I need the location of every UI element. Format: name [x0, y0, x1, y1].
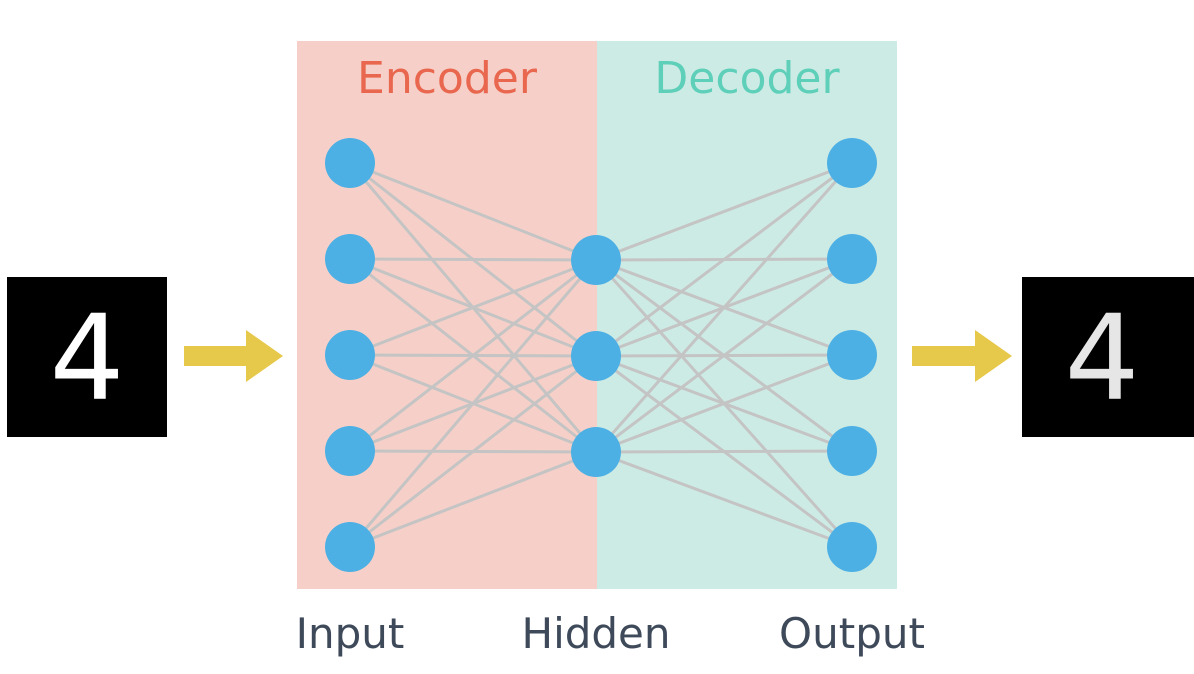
- output-node: [827, 330, 877, 380]
- input-layer-label: Input: [296, 609, 405, 658]
- decoder-connection: [595, 450, 853, 549]
- decoder-title: Decoder: [654, 53, 840, 104]
- neuron-nodes: [325, 138, 877, 572]
- encoder-connection: [349, 450, 597, 549]
- encoder-connection: [349, 161, 597, 262]
- encoder-title: Encoder: [357, 53, 538, 104]
- hidden-node: [571, 235, 621, 285]
- input-node: [325, 522, 375, 572]
- output-digit: 4: [1064, 289, 1139, 427]
- decoder-connection: [595, 353, 853, 454]
- input-node: [325, 426, 375, 476]
- hidden-node: [571, 427, 621, 477]
- input-digit-image: 4: [7, 277, 167, 437]
- decoder-connection: [595, 449, 853, 454]
- output-node: [827, 426, 877, 476]
- connection-lines: [348, 161, 854, 549]
- output-layer-label: Output: [779, 609, 925, 658]
- decoder-connection: [594, 162, 854, 453]
- input-node: [325, 234, 375, 284]
- output-node: [827, 234, 877, 284]
- encoder-connection: [349, 257, 597, 262]
- output-digit-image: 4: [1022, 277, 1194, 437]
- decoder-connection: [595, 161, 853, 262]
- input-digit: 4: [49, 289, 124, 427]
- decoder-connection: [595, 257, 853, 454]
- hidden-node: [571, 331, 621, 381]
- input-arrow-icon: [184, 330, 283, 382]
- decoder-connection: [595, 161, 853, 358]
- encoder-panel: [297, 41, 597, 589]
- encoder-connection: [348, 259, 598, 548]
- output-image-background: [1022, 277, 1194, 437]
- encoder-connection: [349, 354, 597, 549]
- output-node: [827, 522, 877, 572]
- input-node: [325, 330, 375, 380]
- output-arrow-icon: [912, 330, 1012, 382]
- output-node: [827, 138, 877, 188]
- input-image-background: [7, 277, 167, 437]
- input-node: [325, 138, 375, 188]
- hidden-layer-label: Hidden: [521, 609, 670, 658]
- encoder-connection: [349, 258, 597, 453]
- encoder-connection: [349, 258, 597, 357]
